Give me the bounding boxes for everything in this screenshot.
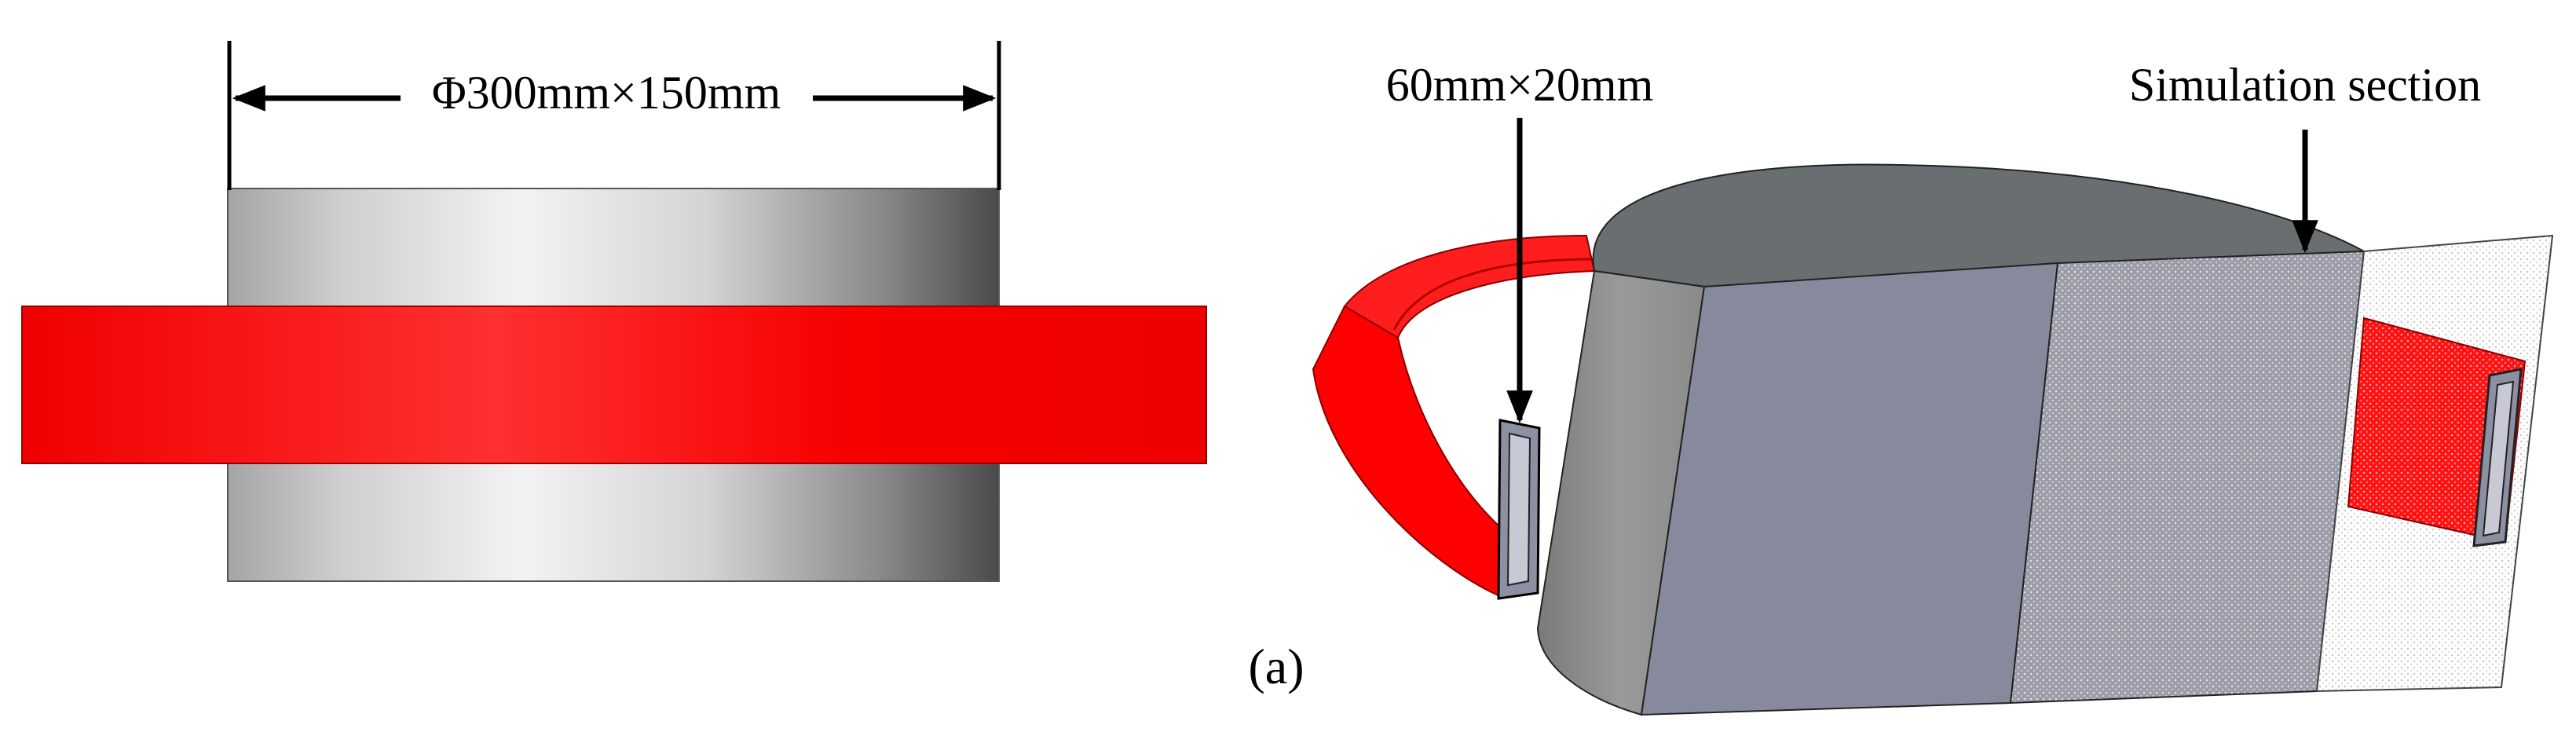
simulation-section-face bbox=[2009, 250, 2366, 705]
conductor-slot-right-inner bbox=[2482, 380, 2515, 537]
dimension-label: Φ300mm×150mm bbox=[432, 67, 781, 119]
section-label: Simulation section bbox=[2129, 59, 2481, 111]
conductor-slot-left-inner bbox=[1506, 432, 1531, 587]
cross-section-label: 60mm×20mm bbox=[1386, 59, 1654, 111]
core-front-face bbox=[1640, 262, 2059, 716]
curved-conductor-inner-ring bbox=[1392, 258, 1595, 331]
subfigure-label: (a) bbox=[1248, 639, 1304, 694]
left-view: Φ300mm×150mm bbox=[21, 41, 1207, 582]
curved-conductor-side bbox=[1312, 305, 1509, 598]
right-view: 60mm×20mm Simulation section bbox=[1312, 59, 2554, 716]
curved-conductor-top bbox=[1343, 234, 1596, 339]
conductor-bar bbox=[21, 306, 1207, 464]
core-outer-face bbox=[1536, 269, 1706, 716]
